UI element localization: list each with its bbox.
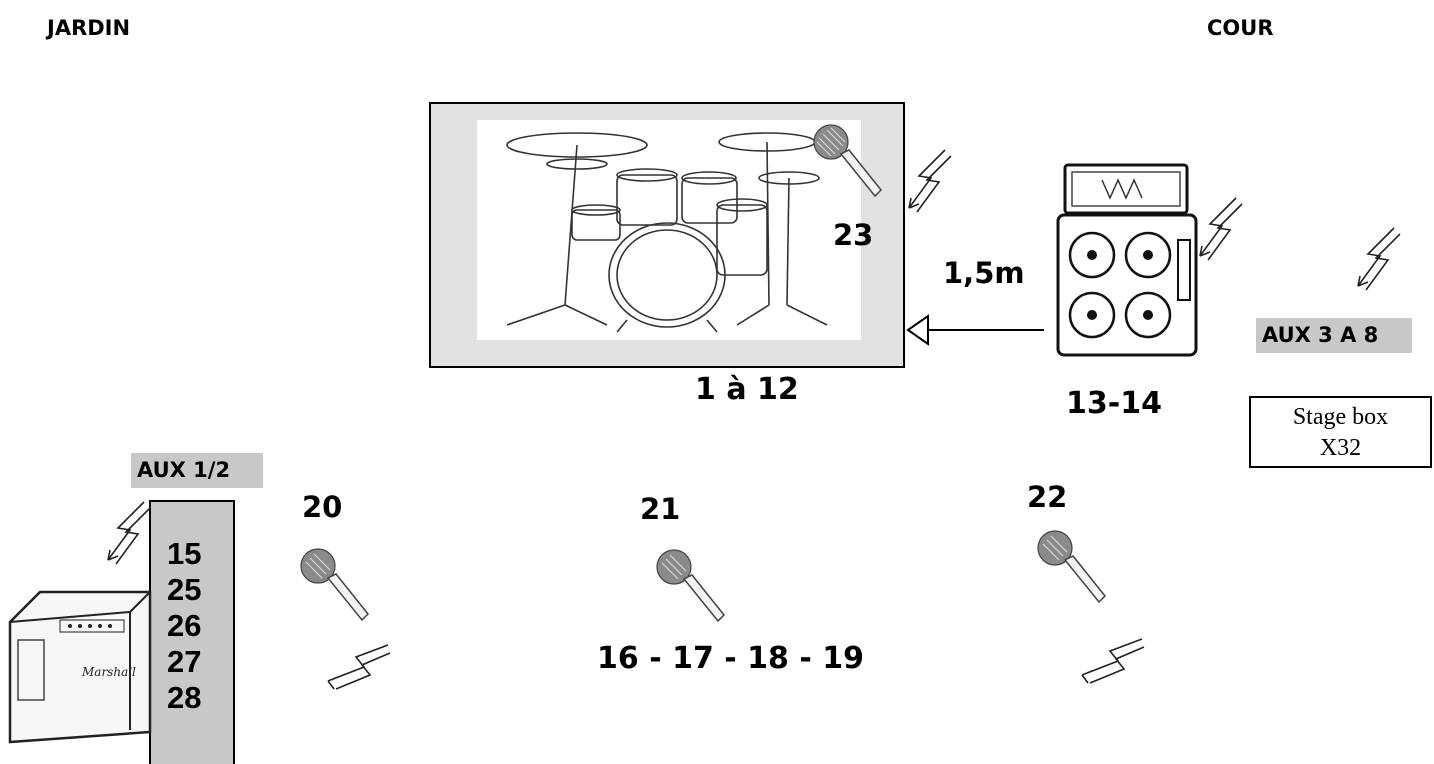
combo-channel-list: 15 25 26 27 28 <box>149 500 235 764</box>
wireless-signal-icon <box>905 148 957 222</box>
stage-box-name: Stage box <box>1292 404 1389 430</box>
microphone-icon <box>809 120 889 200</box>
wireless-signal-icon <box>322 641 392 697</box>
svg-text:Marshall: Marshall <box>81 665 136 679</box>
vocal-mic-number: 22 <box>1027 480 1068 514</box>
cour-label: COUR <box>1207 16 1274 40</box>
drum-mic-number: 23 <box>833 218 874 252</box>
wireless-signal-icon <box>1354 226 1406 300</box>
microphone-icon <box>296 544 376 624</box>
stage-box-model: X32 <box>1319 435 1362 461</box>
combo-channel: 25 <box>167 572 202 607</box>
combo-channel: 27 <box>167 644 202 679</box>
combo-channel: 26 <box>167 608 202 643</box>
distance-arrow <box>906 312 1046 352</box>
distance-label: 1,5m <box>943 256 1025 290</box>
drum-riser: 23 <box>429 102 905 368</box>
jardin-label: JARDIN <box>47 16 131 40</box>
drum-channels: 1 à 12 <box>695 372 799 407</box>
vocal-mic-number: 20 <box>302 490 343 524</box>
combo-amp-icon: Marshall <box>0 582 160 752</box>
microphone-icon <box>1033 526 1113 606</box>
stage-box: Stage box X32 <box>1249 396 1432 468</box>
drum-kit-icon <box>477 120 861 340</box>
combo-channel: 28 <box>167 680 202 715</box>
aux-left-label: AUX 1/2 <box>131 453 263 488</box>
microphone-icon <box>652 545 732 625</box>
vocal-mic-number: 21 <box>640 492 681 526</box>
wireless-signal-icon <box>104 500 156 574</box>
aux-right-label: AUX 3 A 8 <box>1256 318 1412 353</box>
stack-channels: 13-14 <box>1066 386 1162 421</box>
vocal-channels: 16 - 17 - 18 - 19 <box>597 641 865 676</box>
combo-channel: 15 <box>167 536 202 571</box>
guitar-stack-icon <box>1050 160 1210 360</box>
wireless-signal-icon <box>1196 196 1248 270</box>
wireless-signal-icon <box>1076 635 1146 691</box>
